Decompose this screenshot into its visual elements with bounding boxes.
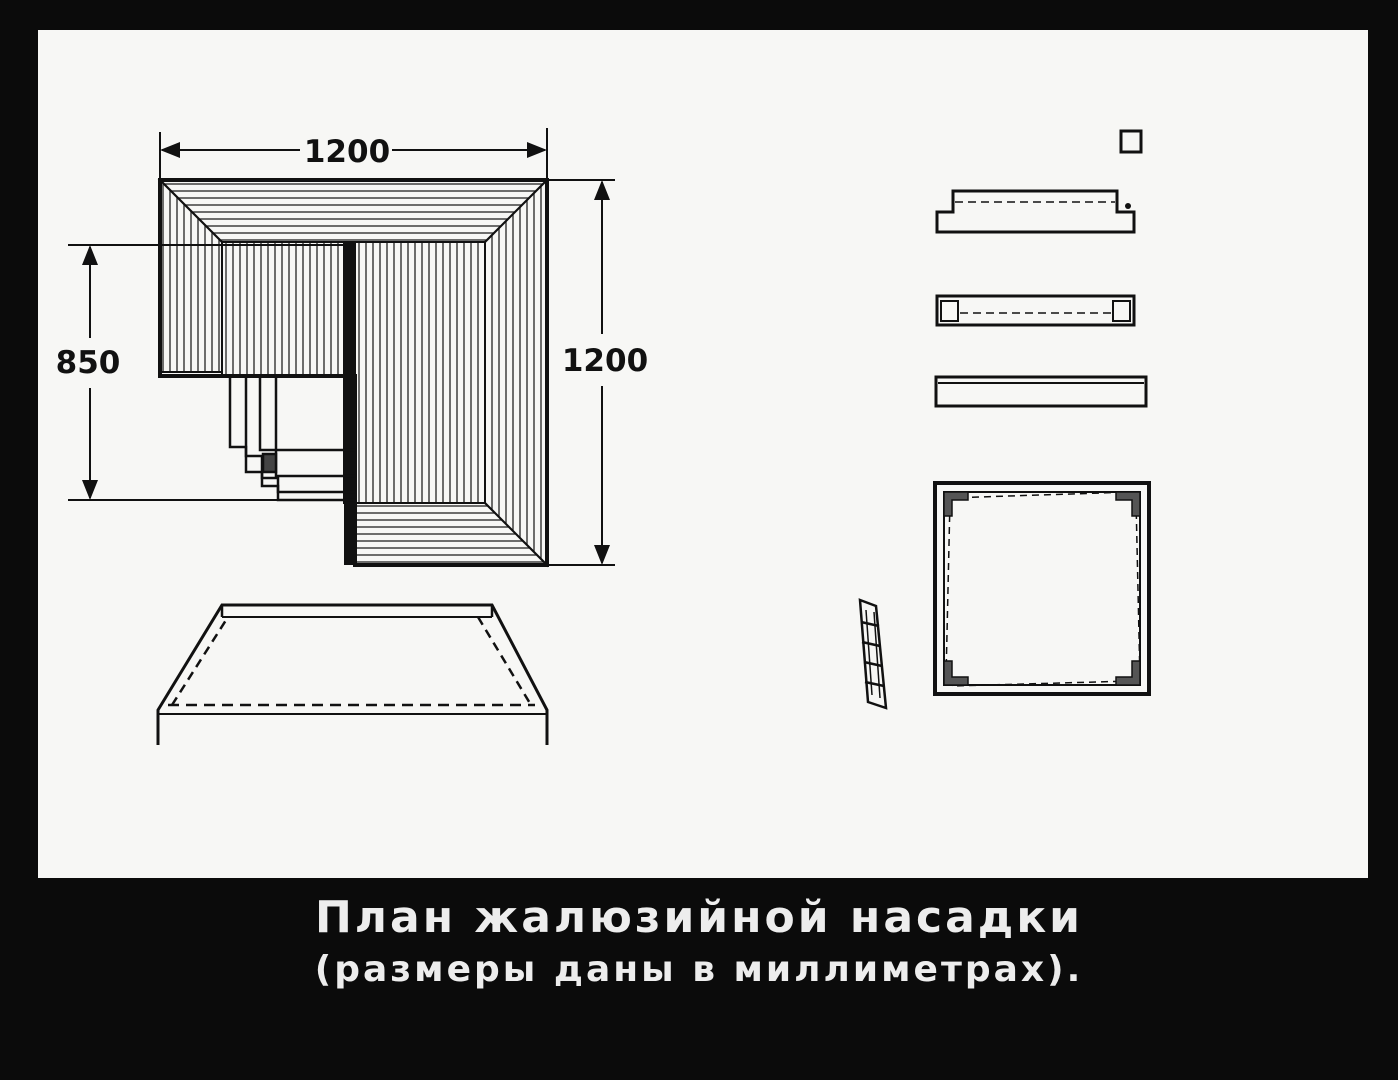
detail-plain-bar bbox=[934, 375, 1148, 408]
plan-stepped-cutout bbox=[228, 376, 355, 502]
detail-square-profile bbox=[1119, 129, 1143, 154]
drawing-panel bbox=[38, 30, 1368, 878]
plan-louvers-left bbox=[221, 241, 345, 377]
caption-subtitle: (размеры даны в миллиметрах). bbox=[314, 949, 1084, 990]
plan-top-band bbox=[157, 179, 550, 243]
detail-slanted-grid bbox=[858, 598, 888, 710]
dimension-lines bbox=[68, 128, 615, 566]
detail-square-frame bbox=[933, 481, 1151, 696]
caption: План жалюзийной насадки (размеры даны в … bbox=[0, 880, 1398, 990]
detail-stepped-bar bbox=[935, 189, 1136, 234]
dim-top-width: 1200 bbox=[304, 134, 390, 170]
caption-title: План жалюзийной насадки bbox=[314, 892, 1084, 943]
plan-louvers-right bbox=[343, 241, 486, 504]
component-details bbox=[858, 129, 1151, 710]
section-view bbox=[156, 603, 549, 745]
dim-right-height: 1200 bbox=[562, 343, 648, 379]
plan-view bbox=[157, 177, 550, 568]
plan-right-band bbox=[484, 177, 548, 568]
detail-notched-bar bbox=[935, 294, 1136, 327]
dim-left-height: 850 bbox=[56, 345, 121, 381]
